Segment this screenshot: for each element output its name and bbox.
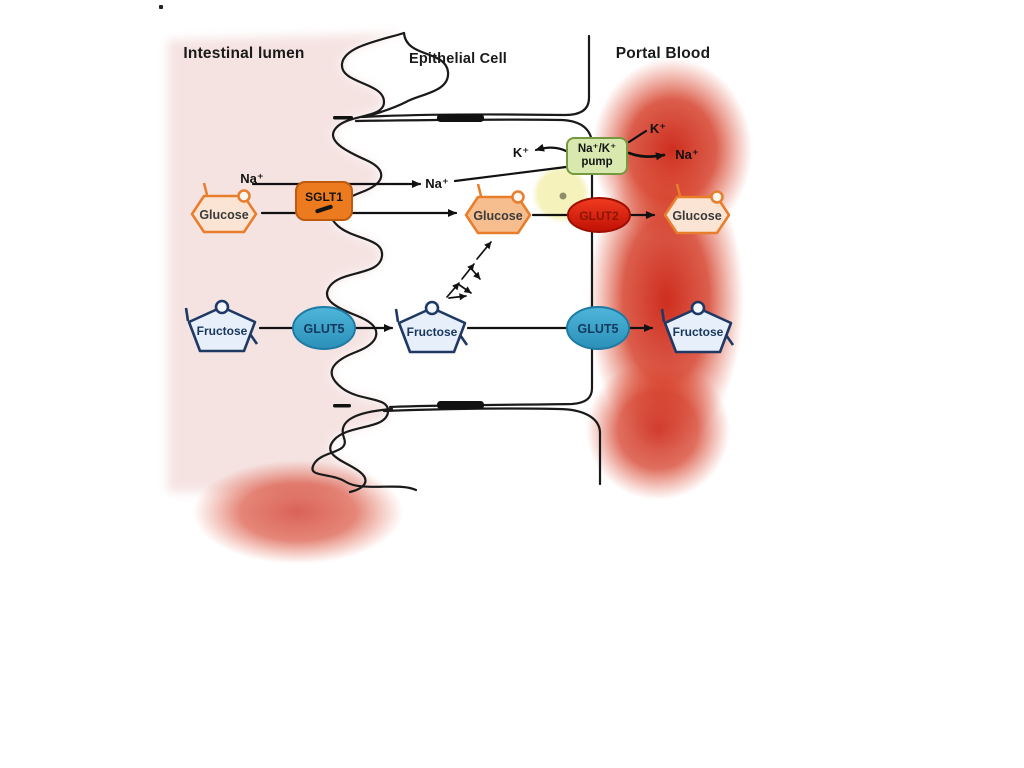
fructose-blood-oh <box>690 300 706 316</box>
fructose-label-cell: Fructose <box>406 325 458 339</box>
sglt1-dash-icon <box>314 203 334 214</box>
brush-border-membrane <box>326 31 406 494</box>
highlight-dot <box>559 192 567 200</box>
lumen-glow-bottom <box>193 460 403 564</box>
glucose-label-lumen: Glucose <box>199 208 249 222</box>
fructose-blood-tick-left <box>660 308 666 323</box>
lower-cell-membrane <box>311 407 418 492</box>
pump-to-na-arrow <box>627 151 666 161</box>
na-label-blood: Na⁺ <box>675 147 699 162</box>
fructose-lumen-oh <box>214 299 230 315</box>
region-label-intestinal-lumen: Intestinal lumen <box>183 45 305 62</box>
tight-junction-top <box>437 114 484 122</box>
glucose-label-blood: Glucose <box>672 209 722 223</box>
k-label-cell: K⁺ <box>512 145 530 160</box>
glut2-label: GLUT2 <box>579 209 619 223</box>
glucose-cell-oh <box>511 190 525 204</box>
k-to-pump-line <box>627 129 648 144</box>
glucose-blood-tick <box>675 183 682 197</box>
glucose-lumen-shape <box>190 194 258 234</box>
pump-to-k-arrow <box>534 143 568 153</box>
upper-cell-membrane <box>366 31 450 118</box>
fructose-cell-oh <box>424 300 440 316</box>
sglt1-label: SGLT1 <box>305 189 343 204</box>
pump-label-line1: Na⁺/K⁺ <box>577 142 617 155</box>
tight-junction-bottom <box>437 401 484 409</box>
conversion-arrows <box>446 241 492 301</box>
region-label-portal-blood: Portal Blood <box>615 45 711 62</box>
glut5-apical-shape <box>292 306 356 350</box>
na-k-pump: Na⁺/K⁺ pump <box>566 137 628 175</box>
glucose-blood-shape <box>663 195 731 235</box>
pump-label-line2: pump <box>581 156 613 168</box>
fructose-cell-tick-left <box>394 308 400 323</box>
glut2-shape <box>567 197 631 233</box>
na-label-cell: Na⁺ <box>425 176 449 191</box>
glut5-basolateral-label: GLUT5 <box>577 322 619 336</box>
glucose-cell-shape <box>464 195 532 235</box>
glucose-lumen-oh <box>237 189 251 203</box>
fructose-lumen-tick-left <box>184 307 190 322</box>
na-to-pump-line <box>453 165 568 183</box>
tight-junction-top-small <box>333 116 353 120</box>
stray-dot <box>159 5 163 9</box>
fructose-lumen-shape <box>187 305 257 353</box>
glut5-basolateral-shape <box>566 306 630 350</box>
fructose-cell-tick-right <box>458 334 469 346</box>
fructose-label-blood: Fructose <box>672 325 724 339</box>
fructose-lumen-tick-right <box>248 333 259 345</box>
bottom-junction-lower-line <box>382 407 602 486</box>
sglt1-transporter: SGLT1 <box>295 181 353 221</box>
fructose-cell-shape <box>397 306 467 354</box>
glucose-lumen-tick <box>202 182 209 196</box>
fructose-blood-shape <box>663 306 733 354</box>
na-label-lumen: Na⁺ <box>240 171 264 186</box>
k-label-blood: K⁺ <box>649 121 667 136</box>
tight-junction-bottom-small <box>333 404 351 408</box>
glucose-blood-oh <box>710 190 724 204</box>
region-label-epithelial-cell: Epithelial Cell <box>408 51 508 67</box>
portal-blood-glow-bottom <box>586 360 730 500</box>
top-junction-upper-line <box>360 34 591 119</box>
glut5-apical-label: GLUT5 <box>303 322 345 336</box>
lumen-background <box>168 33 404 492</box>
glucose-cell-tick <box>476 183 483 197</box>
fructose-blood-tick-right <box>724 334 735 346</box>
fructose-label-lumen: Fructose <box>196 324 248 338</box>
glucose-label-cell: Glucose <box>473 209 523 223</box>
